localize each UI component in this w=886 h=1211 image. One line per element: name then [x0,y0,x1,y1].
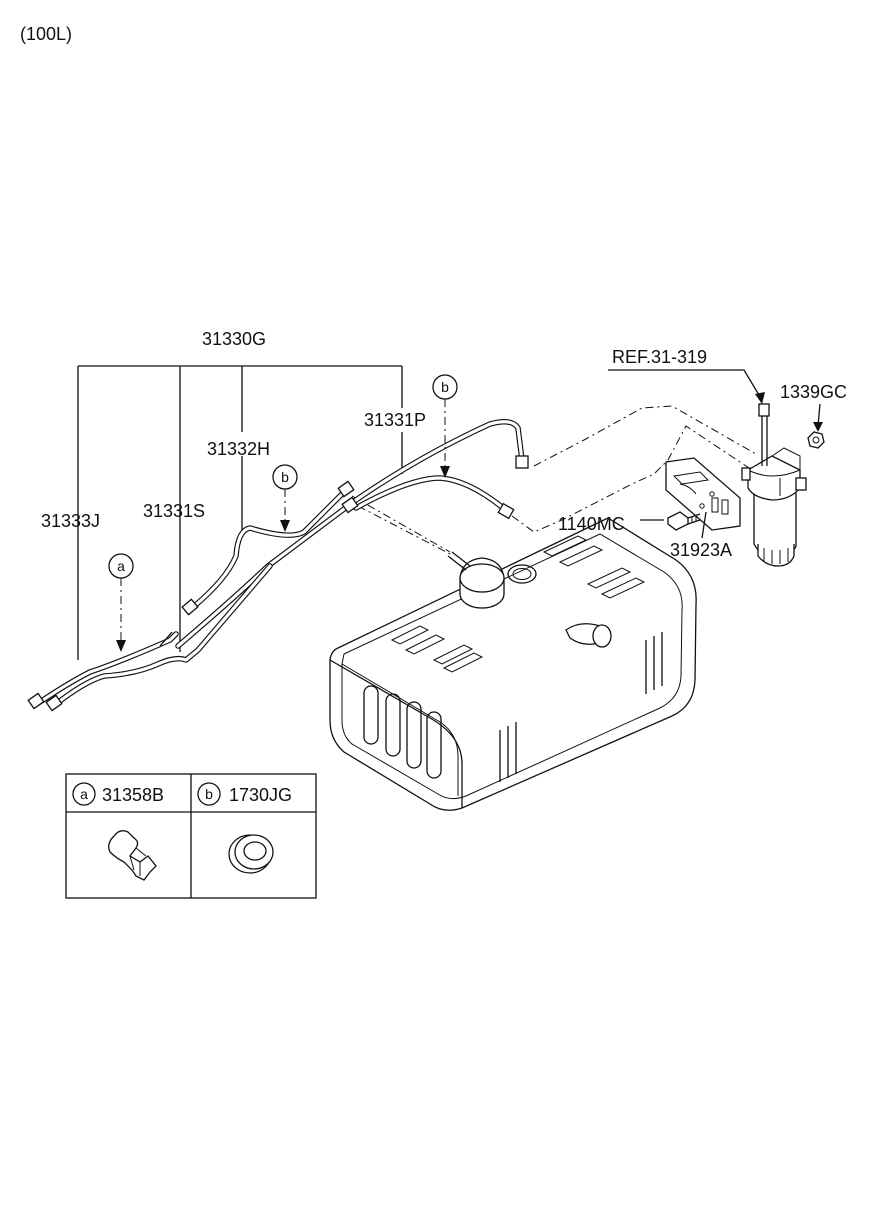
callout-a-1-text: a [117,558,125,574]
legend-marker-b-text: b [205,786,213,802]
legend-marker-a [72,782,96,806]
fuel-pipes [27,419,529,712]
variant-label: (100L) [20,24,72,44]
fuel-filter [665,403,825,567]
legend-part-1730jg[interactable]: 1730JG [229,785,292,805]
grommet-icon [228,834,274,874]
label-ref-31-319[interactable]: REF.31-319 [612,347,707,367]
label-31330g[interactable]: 31330G [202,329,266,349]
legend-table: a 31358B b 1730JG [65,773,317,899]
label-31923a[interactable]: 31923A [670,540,732,560]
callout-a-1: a [108,553,134,652]
callout-b-1-text: b [281,469,289,485]
legend-marker-a-text: a [80,786,88,802]
nut-1339gc [807,431,825,449]
legend-marker-b [197,782,221,806]
callout-b-2: b [432,374,458,478]
label-31333j[interactable]: 31333J [41,511,100,531]
fuel-tank [329,517,697,811]
label-1339gc[interactable]: 1339GC [780,382,847,402]
hose-clip-icon [108,830,157,881]
bolt-1140mc [667,511,701,531]
legend-part-31358b[interactable]: 31358B [102,785,164,805]
label-31331s[interactable]: 31331S [143,501,205,521]
connection-lines [351,405,757,557]
label-31332h[interactable]: 31332H [207,439,270,459]
label-31331p[interactable]: 31331P [364,410,426,430]
callout-b-1: b [272,464,298,532]
assembly-bracket: 31330G [77,329,403,660]
label-1140mc[interactable]: 1140MC [558,514,625,534]
callout-b-2-text: b [441,379,449,395]
